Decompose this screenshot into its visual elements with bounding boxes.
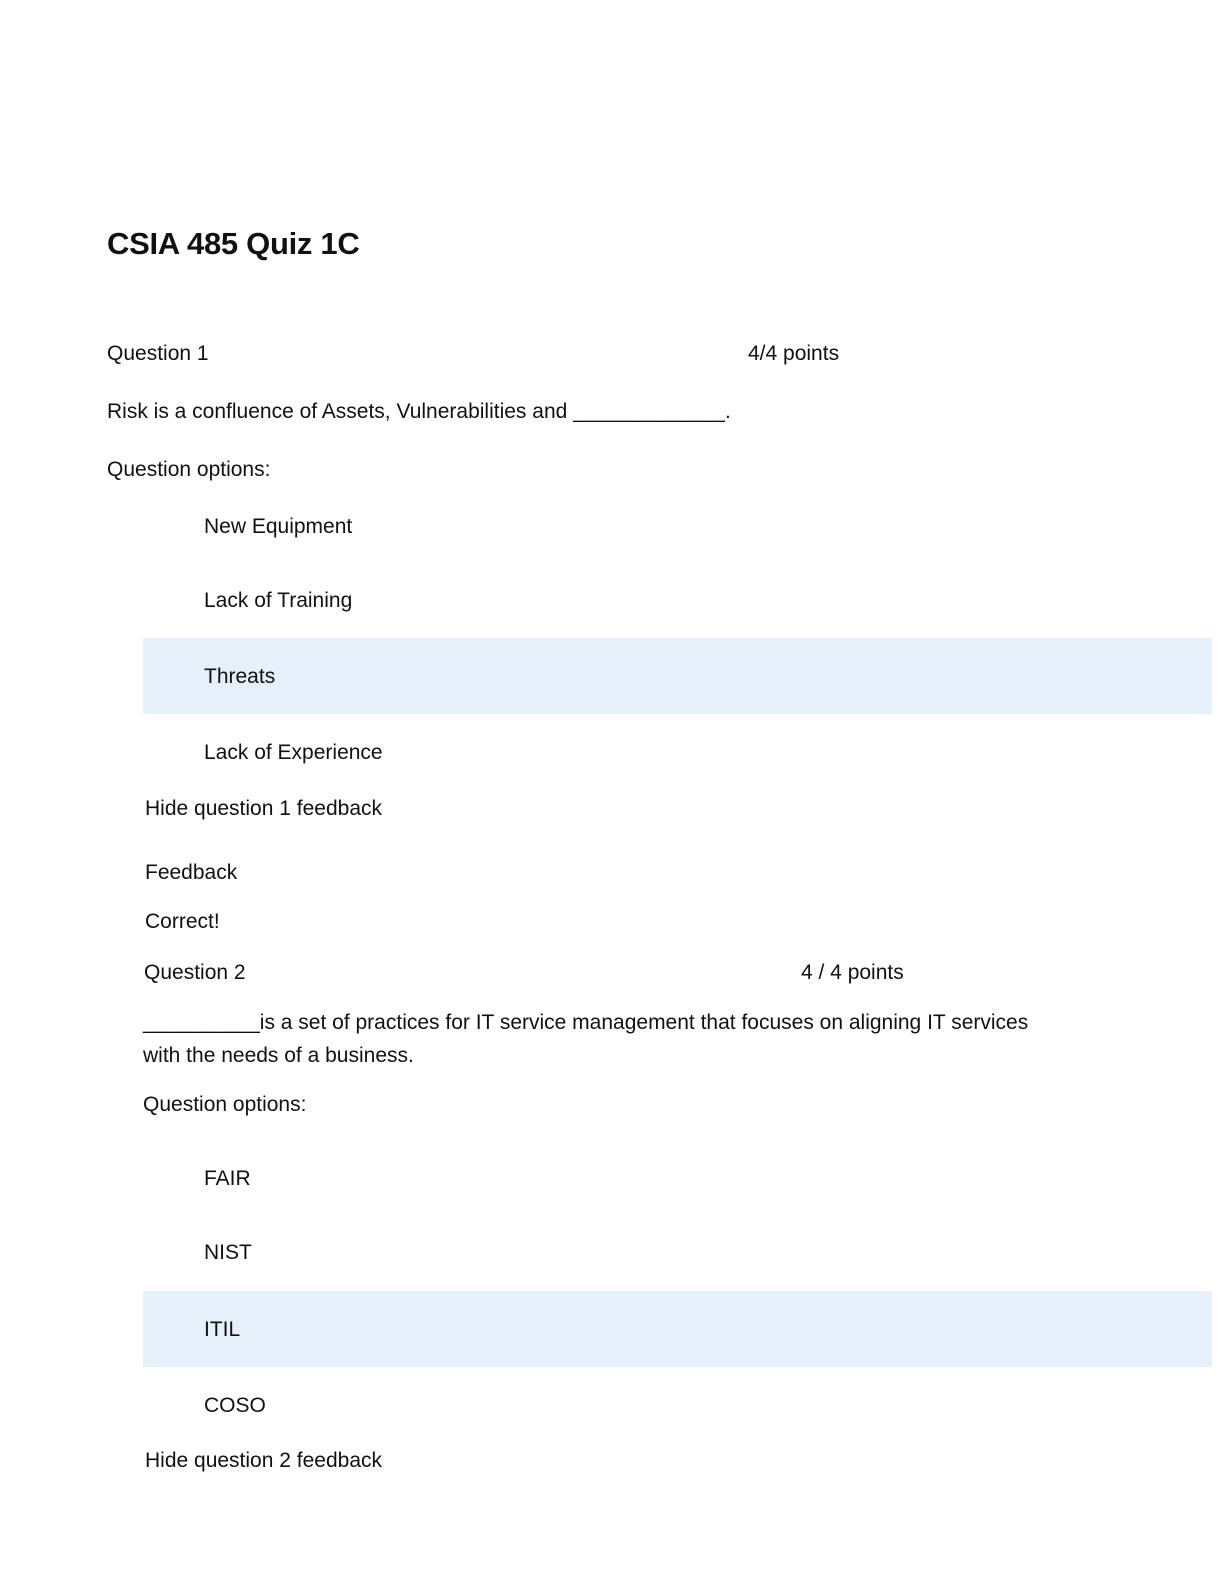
question-1-feedback-heading: Feedback: [145, 861, 238, 884]
q2-option-itil[interactable]: ITIL: [204, 1318, 241, 1341]
hide-question-1-feedback-link[interactable]: Hide question 1 feedback: [145, 797, 382, 820]
q2-option-nist[interactable]: NIST: [204, 1241, 252, 1264]
question-2-label: Question 2: [144, 961, 246, 984]
question-1-points: 4/4 points: [748, 342, 840, 365]
q2-option-fair[interactable]: FAIR: [204, 1167, 251, 1190]
page-title: CSIA 485 Quiz 1C: [107, 226, 360, 261]
hide-question-2-feedback-link[interactable]: Hide question 2 feedback: [145, 1449, 382, 1472]
q1-option-new-equipment[interactable]: New Equipment: [204, 515, 353, 538]
q1-option-threats[interactable]: Threats: [204, 665, 276, 688]
q1-selected-answer-highlight: [143, 638, 1212, 714]
q2-selected-answer-highlight: [143, 1291, 1212, 1367]
q1-option-lack-of-training[interactable]: Lack of Training: [204, 589, 353, 612]
question-2-options-label: Question options:: [143, 1093, 307, 1116]
question-1-options-label: Question options:: [107, 458, 271, 481]
question-1-text: Risk is a confluence of Assets, Vulnerab…: [107, 400, 731, 423]
question-1-label: Question 1: [107, 342, 209, 365]
q2-option-coso[interactable]: COSO: [204, 1394, 266, 1417]
q1-option-lack-of-experience[interactable]: Lack of Experience: [204, 741, 383, 764]
question-1-feedback-text: Correct!: [145, 910, 220, 933]
question-2-text-line-2: with the needs of a business.: [143, 1044, 414, 1067]
question-2-text-line-1: __________is a set of practices for IT s…: [143, 1011, 1029, 1034]
question-2-points: 4 / 4 points: [801, 961, 904, 984]
